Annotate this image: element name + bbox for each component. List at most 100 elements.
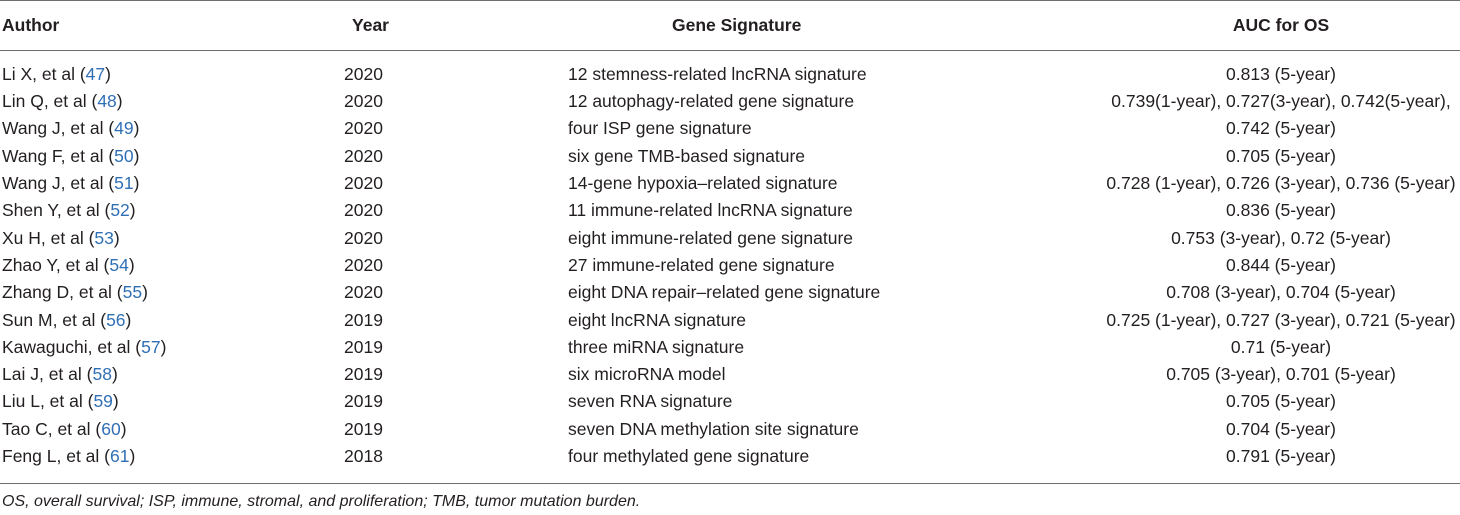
reference-link[interactable]: 61 <box>109 445 130 466</box>
cell-gene-signature: 27 immune-related gene signature <box>568 254 835 275</box>
table-header: Author Year Gene Signature AUC for OS <box>0 0 1460 51</box>
reference-link[interactable]: 55 <box>122 282 143 303</box>
cell-auc: 0.844 (5-year) <box>1226 254 1336 275</box>
cell-year: 2020 <box>344 282 383 303</box>
cell-year: 2020 <box>344 64 383 84</box>
reference-link[interactable]: 60 <box>101 418 121 439</box>
cell-auc: 0.791 (5-year) <box>1226 445 1336 466</box>
reference-close-paren: ) <box>142 282 148 303</box>
author-name: Sun M, et al ( <box>2 309 107 330</box>
reference-link[interactable]: 48 <box>97 91 117 112</box>
cell-author: Wang J, et al (49) <box>0 115 344 142</box>
cell-auc: 0.742 (5-year) <box>1226 118 1336 139</box>
author-name: Feng L, et al ( <box>2 445 110 466</box>
header-row: Author Year Gene Signature AUC for OS <box>0 0 1460 51</box>
author-name: Lin Q, et al ( <box>2 91 98 112</box>
reference-link[interactable]: 49 <box>114 118 134 139</box>
reference-close-paren: ) <box>125 309 132 330</box>
reference-link[interactable]: 57 <box>141 336 161 357</box>
cell-auc: 0.705 (3-year), 0.701 (5-year) <box>1166 364 1396 385</box>
cell-year: 2020 <box>344 91 383 112</box>
cell-auc: 0.728 (1-year), 0.726 (3-year), 0.736 (5… <box>1106 173 1456 194</box>
reference-close-paren: ) <box>116 91 123 112</box>
header-gene-signature: Gene Signature <box>568 0 1102 51</box>
gene-signature-table: Author Year Gene Signature AUC for OS Li… <box>0 0 1460 476</box>
header-auc-for-os: AUC for OS <box>1102 0 1460 51</box>
cell-auc: 0.704 (5-year) <box>1226 418 1336 439</box>
cell-author: Kawaguchi, et al (57) <box>0 334 344 361</box>
cell-gene-signature: six microRNA model <box>568 364 726 385</box>
cell-year: 2019 <box>344 309 383 330</box>
cell-auc: 0.71 (5-year) <box>1230 336 1332 357</box>
cell-author: Zhao Y, et al (54) <box>0 252 344 279</box>
reference-close-paren: ) <box>112 391 119 412</box>
cell-auc: 0.813 (5-year) <box>1226 64 1336 84</box>
cell-author: Tao C, et al (60) <box>0 416 344 443</box>
table-footnote: OS, overall survival; ISP, immune, strom… <box>2 493 641 510</box>
reference-link[interactable]: 52 <box>110 200 130 221</box>
cell-author: Lai J, et al (58) <box>0 361 344 388</box>
cell-year: 2020 <box>344 145 383 166</box>
cell-author: Feng L, et al (61) <box>0 443 344 476</box>
reference-link[interactable]: 54 <box>109 254 129 275</box>
cell-auc: 0.705 (5-year) <box>1226 145 1336 166</box>
cell-auc: 0.836 (5-year) <box>1226 200 1336 221</box>
cell-gene-signature: 12 stemness-related lncRNA signature <box>568 64 867 84</box>
cell-auc: 0.725 (1-year), 0.727 (3-year), 0.721 (5… <box>1106 309 1456 330</box>
header-year: Year <box>344 0 568 51</box>
cell-gene-signature: four methylated gene signature <box>568 445 810 466</box>
reference-link[interactable]: 53 <box>94 227 114 248</box>
cell-year: 2020 <box>344 227 383 248</box>
cell-auc: 0.753 (3-year), 0.72 (5-year) <box>1171 227 1391 248</box>
table-bottom-rule <box>0 483 1460 484</box>
reference-close-paren: ) <box>133 173 140 194</box>
reference-close-paren: ) <box>113 227 120 248</box>
reference-link[interactable]: 59 <box>93 391 113 412</box>
cell-year: 2018 <box>344 445 383 466</box>
table-row: Kawaguchi, et al (57)2019 three miRNA sig… <box>0 334 1460 361</box>
cell-auc: 0.705 (5-year) <box>1226 391 1336 412</box>
author-name: Wang J, et al ( <box>2 173 115 194</box>
cell-gene-signature: four ISP gene signature <box>568 118 752 139</box>
reference-close-paren: ) <box>160 336 167 357</box>
cell-gene-signature: 12 autophagy-related gene signature <box>568 91 855 112</box>
cell-gene-signature: seven RNA signature <box>568 391 733 412</box>
cell-year: 2019 <box>344 336 383 357</box>
reference-close-paren: ) <box>120 418 127 439</box>
cell-author: Xu H, et al (53) <box>0 224 344 251</box>
reference-link[interactable]: 50 <box>114 145 134 166</box>
cell-year: 2019 <box>344 418 383 439</box>
cell-auc: 0.739(1-year), 0.727(3-year), 0.742(5-ye… <box>1111 91 1451 112</box>
cell-gene-signature: six gene TMB-based signature <box>568 145 806 166</box>
reference-close-paren: ) <box>111 364 118 385</box>
reference-link[interactable]: 58 <box>92 364 112 385</box>
author-name: Wang F, et al ( <box>2 145 115 166</box>
cell-gene-signature: 11 immune-related lncRNA signature <box>568 200 853 221</box>
reference-close-paren: ) <box>129 200 136 221</box>
author-name: Li X, et al ( <box>2 64 86 84</box>
cell-year: 2019 <box>344 391 383 412</box>
reference-close-paren: ) <box>105 64 111 84</box>
cell-auc: 0.708 (3-year), 0.704 (5-year) <box>1166 282 1396 303</box>
reference-link[interactable]: 47 <box>85 64 106 84</box>
author-name: Tao C, et al ( <box>2 418 102 439</box>
reference-link[interactable]: 51 <box>114 173 134 194</box>
cell-author: Lin Q, et al (48) <box>0 88 344 115</box>
author-name: Liu L, et al ( <box>2 391 94 412</box>
reference-link[interactable]: 56 <box>106 309 126 330</box>
cell-author: Liu L, et al (59) <box>0 388 344 415</box>
cell-author: Li X, et al (47) <box>0 51 344 89</box>
cell-author: Shen Y, et al (52) <box>0 197 344 224</box>
reference-close-paren: ) <box>133 118 140 139</box>
cell-gene-signature: three miRNA signature <box>568 336 745 357</box>
